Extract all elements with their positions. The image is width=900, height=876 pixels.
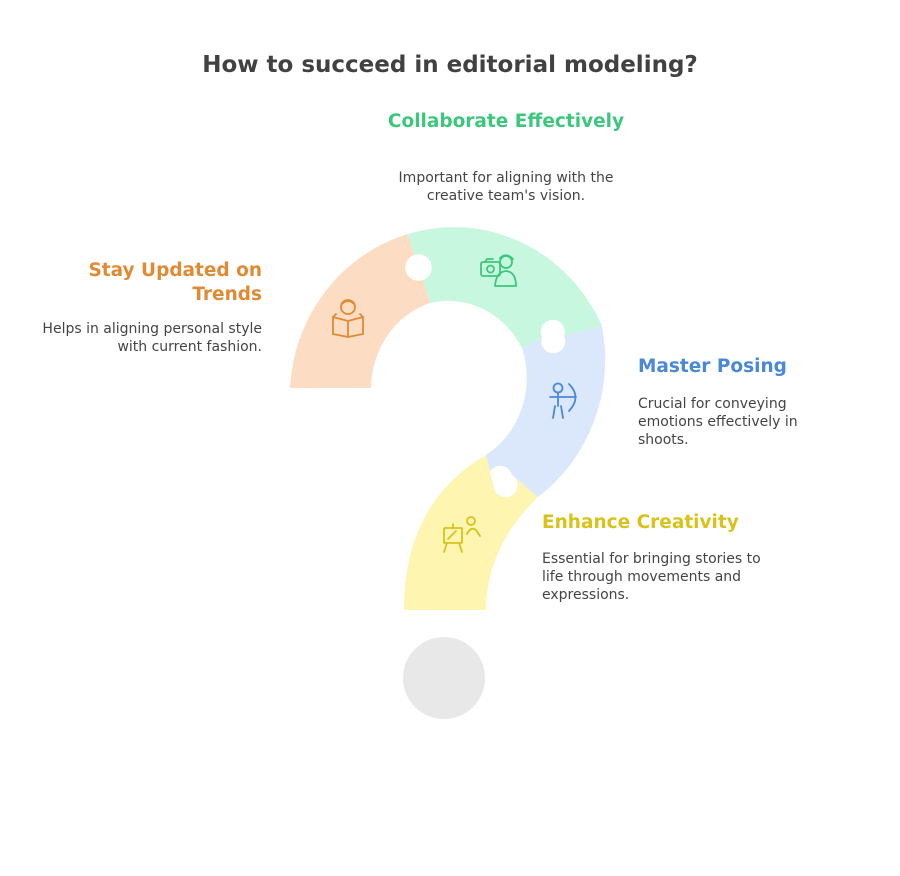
collaborate-puzzle-piece [408, 227, 602, 348]
archer-pose-icon [549, 382, 577, 419]
trends-description: Helps in aligning personal style with cu… [42, 321, 262, 355]
collaborate-description: Important for aligning with the creative… [398, 170, 614, 204]
trends-puzzle-piece [290, 234, 430, 388]
posing-puzzle-piece [486, 326, 606, 497]
camera-person-icon [480, 254, 517, 287]
creativity-heading: Enhance Creativity [542, 512, 739, 533]
posing-description: Crucial for conveying emotions effective… [638, 396, 798, 448]
creativity-puzzle-piece [404, 455, 538, 610]
collaborate-heading: Collaborate Effectively [387, 111, 625, 132]
reading-person-icon [332, 299, 364, 338]
page-title: How to succeed in editorial modeling? [202, 52, 698, 78]
easel-artist-icon [443, 516, 481, 553]
trends-heading: Stay Updated on Trends [88, 260, 262, 305]
question-mark-dot [403, 637, 485, 719]
creativity-description: Essential for bringing stories to life t… [542, 551, 761, 603]
posing-heading: Master Posing [638, 356, 787, 377]
